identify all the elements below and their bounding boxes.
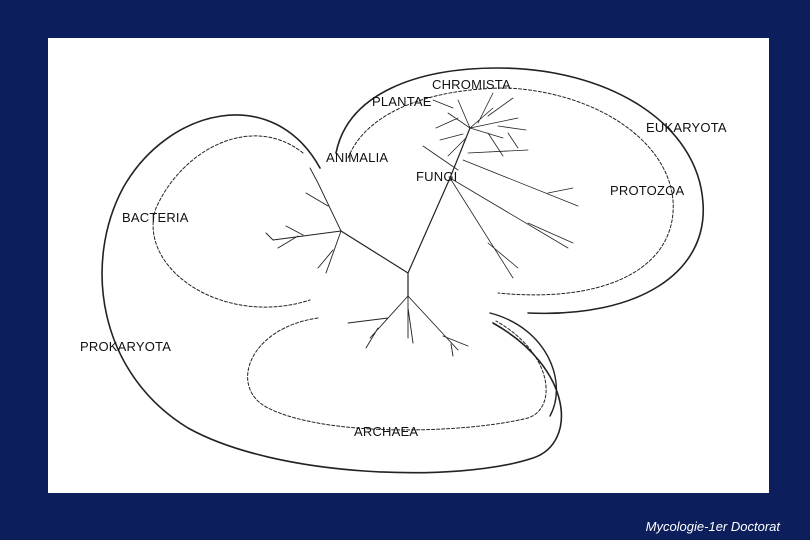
eukaryota-boundary <box>335 67 704 315</box>
label-bacteria: BACTERIA <box>122 210 189 225</box>
label-protozoa: PROTOZOA <box>610 183 685 198</box>
label-fungi: FUNGI <box>416 169 458 184</box>
label-animalia: ANIMALIA <box>326 150 389 165</box>
crown-branches <box>432 92 527 157</box>
prokaryota-boundary <box>101 114 563 474</box>
footer-caption: Mycologie-1er Doctorat <box>645 519 780 534</box>
archaea-branches <box>347 295 469 357</box>
bacteria-boundary <box>152 135 311 308</box>
tree-of-life-diagram <box>101 67 704 474</box>
label-archaea: ARCHAEA <box>354 424 419 439</box>
archaea-boundary <box>247 317 547 431</box>
diagram-panel: CHROMISTA PLANTAE EUKARYOTA ANIMALIA FUN… <box>48 38 769 493</box>
label-prokaryota: PROKARYOTA <box>80 339 172 354</box>
label-eukaryota: EUKARYOTA <box>646 120 727 135</box>
protozoa-branches <box>422 145 579 279</box>
protozoa-boundary <box>347 87 674 296</box>
bacteria-branches <box>265 167 342 274</box>
label-chromista: CHROMISTA <box>432 77 511 92</box>
archaea-inner-stroke <box>489 312 558 417</box>
label-plantae: PLANTAE <box>372 94 432 109</box>
